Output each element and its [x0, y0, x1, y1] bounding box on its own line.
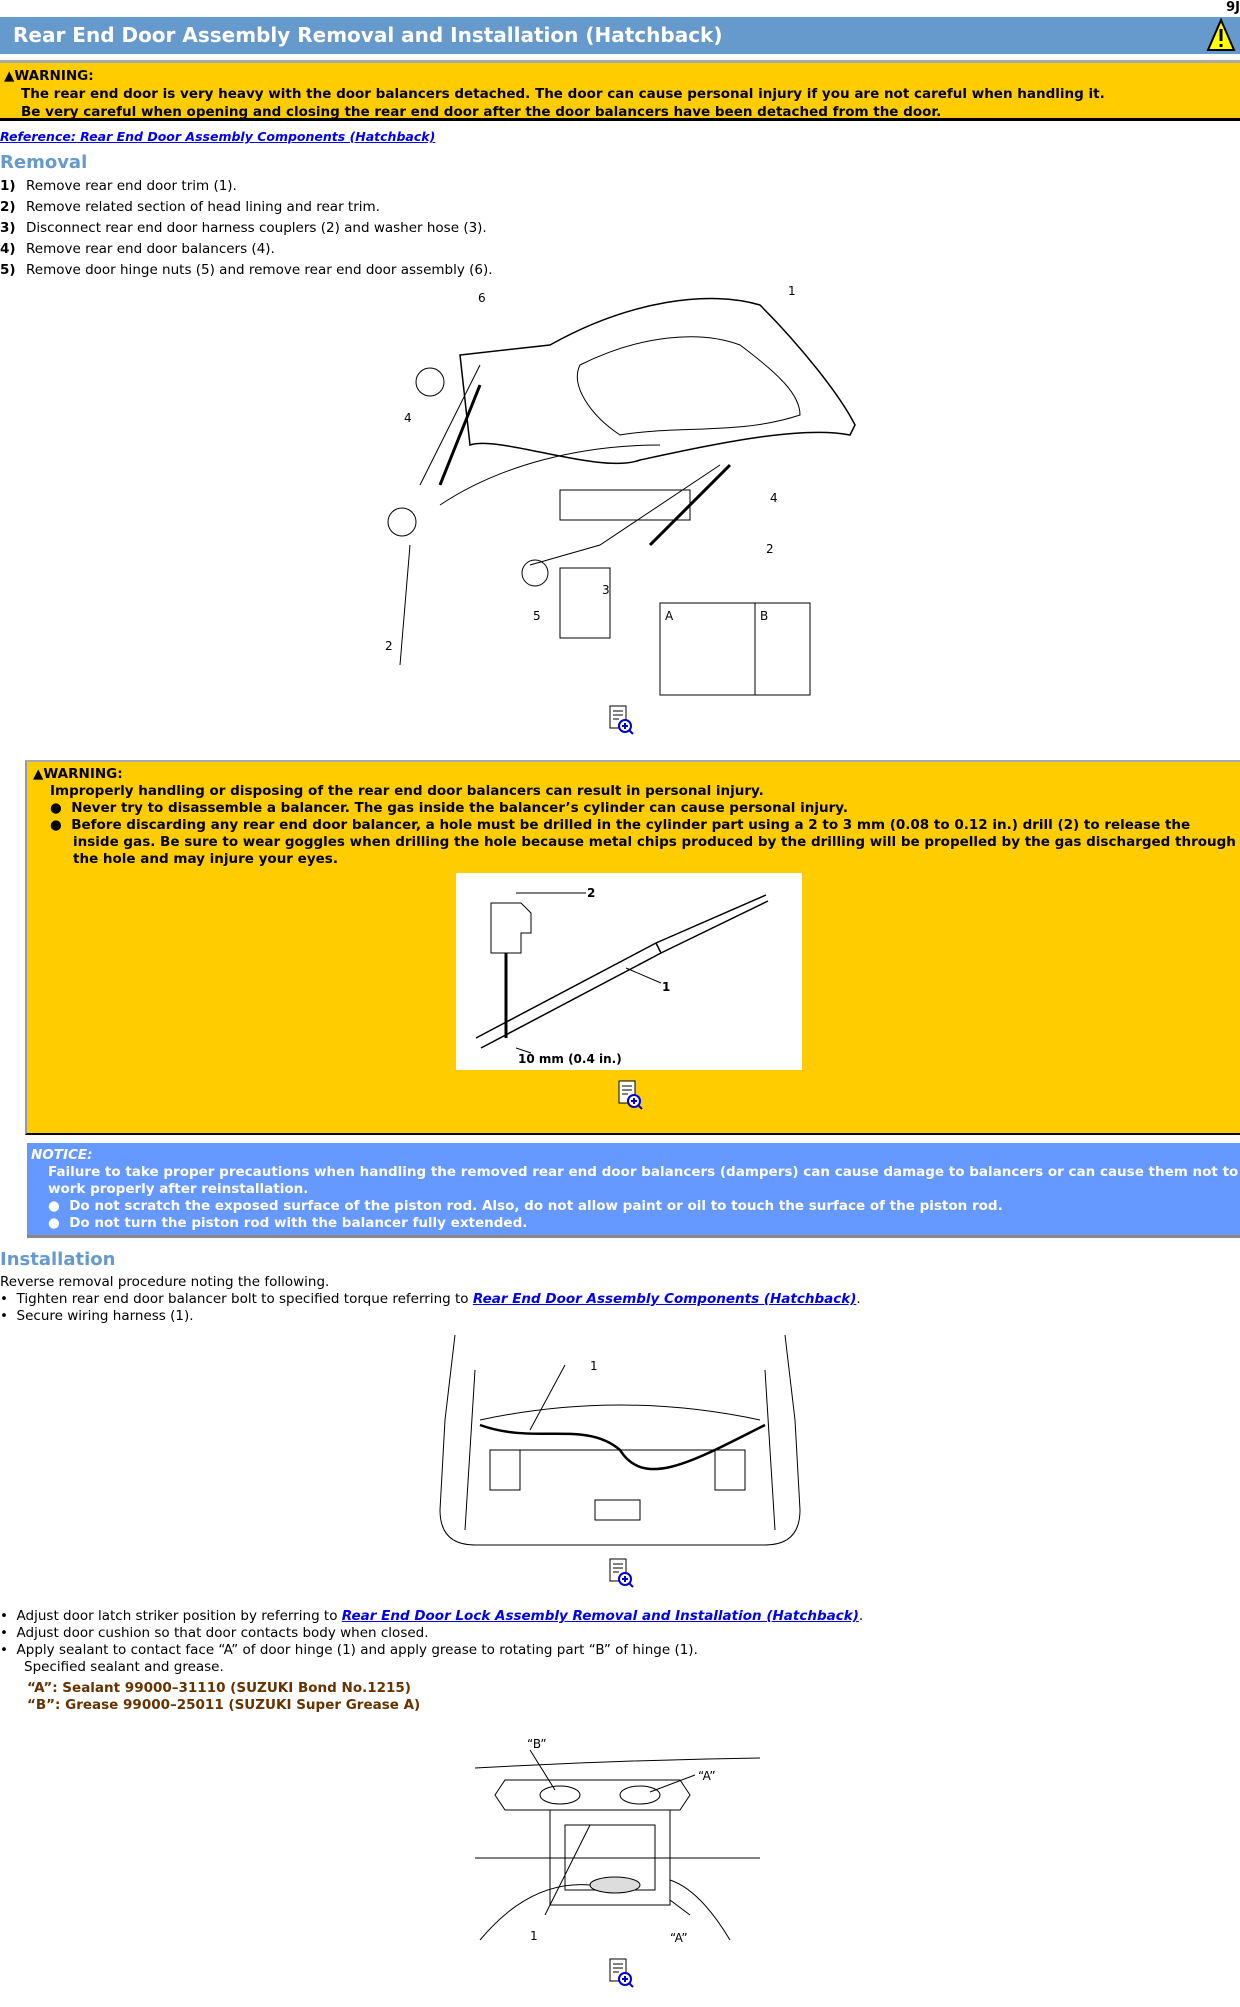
- installation-intro: Reverse removal procedure noting the fol…: [0, 1274, 330, 1290]
- step: 5)Remove door hinge nuts (5) and remove …: [0, 262, 493, 278]
- notice-text: Failure to take proper precautions when …: [48, 1164, 1239, 1197]
- warning-label: WARNING:: [43, 766, 123, 782]
- callout-balancer: 1: [662, 980, 670, 994]
- warning-triangle-icon: [1206, 18, 1236, 51]
- callout-a: “A”: [698, 1769, 716, 1783]
- callout-5: 5: [533, 609, 541, 623]
- callout-b: “B”: [527, 1737, 547, 1751]
- dimension-label: 10 mm (0.4 in.): [518, 1052, 622, 1066]
- door-hinge-diagram: “B” “A” 1 “A”: [474, 1737, 761, 1945]
- callout-a: A: [665, 609, 674, 623]
- warning-text: The rear end door is very heavy with the…: [21, 86, 1105, 102]
- warning-box: ▲WARNING: The rear end door is very heav…: [0, 60, 1240, 121]
- removal-diagram: 6 1 4 4 2 2 5 3 A B: [385, 285, 856, 696]
- bullet-item: • Adjust door cushion so that door conta…: [0, 1625, 429, 1641]
- wiring-harness-diagram: 1: [439, 1334, 801, 1546]
- callout-6: 6: [478, 291, 486, 305]
- sealant-spec: “A”: Sealant 99000–31110 (SUZUKI Bond No…: [27, 1680, 411, 1696]
- step: 1)Remove rear end door trim (1).: [0, 178, 237, 194]
- notice-label: NOTICE:: [31, 1147, 93, 1163]
- callout-1: 1: [530, 1929, 538, 1943]
- installation-heading: Installation: [0, 1249, 116, 1270]
- warning-bullet: ● Before discarding any rear end door ba…: [50, 817, 1236, 867]
- callout-b: B: [760, 609, 768, 623]
- callout-2: 2: [385, 639, 393, 653]
- door-lock-link[interactable]: Rear End Door Lock Assembly Removal and …: [341, 1608, 859, 1624]
- zoom-image-icon[interactable]: [617, 1080, 643, 1110]
- balancer-warning-box: ▲WARNING: Improperly handling or disposi…: [25, 760, 1240, 1135]
- step: 2)Remove related section of head lining …: [0, 199, 380, 215]
- notice-box: NOTICE: Failure to take proper precautio…: [27, 1143, 1240, 1238]
- callout-1: 1: [590, 1359, 598, 1373]
- removal-heading: Removal: [0, 152, 88, 173]
- bullet-item: • Apply sealant to contact face “A” of d…: [0, 1642, 698, 1658]
- callout-a: “A”: [670, 1931, 688, 1945]
- zoom-image-icon[interactable]: [608, 1958, 634, 1988]
- bullet-item: • Tighten rear end door balancer bolt to…: [0, 1291, 861, 1307]
- warning-text: Be very careful when opening and closing…: [21, 104, 942, 120]
- step: 3)Disconnect rear end door harness coupl…: [0, 220, 487, 236]
- callout-4: 4: [770, 491, 778, 505]
- warning-label: WARNING:: [14, 68, 94, 84]
- grease-spec: “B”: Grease 99000–25011 (SUZUKI Super Gr…: [27, 1697, 421, 1713]
- warning-bullet: ● Never try to disassemble a balancer. T…: [50, 800, 848, 816]
- page-title: Rear End Door Assembly Removal and Insta…: [0, 17, 1240, 54]
- callout-4: 4: [404, 411, 412, 425]
- callout-2: 2: [766, 542, 774, 556]
- page-number: 9J: [1226, 0, 1240, 15]
- bullet-item: • Secure wiring harness (1).: [0, 1308, 194, 1324]
- specified-text: Specified sealant and grease.: [24, 1659, 224, 1675]
- callout-3: 3: [602, 583, 610, 597]
- callout-drill: 2: [587, 886, 595, 900]
- drill-diagram: 2 1 10 mm (0.4 in.): [456, 873, 802, 1070]
- page-title-text: Rear End Door Assembly Removal and Insta…: [13, 23, 723, 47]
- warning-icon: ▲: [33, 766, 44, 782]
- notice-bullet: ● Do not turn the piston rod with the ba…: [48, 1215, 528, 1231]
- warning-text: Improperly handling or disposing of the …: [50, 783, 764, 799]
- warning-icon: ▲: [4, 68, 15, 84]
- step: 4)Remove rear end door balancers (4).: [0, 241, 275, 257]
- notice-bullet: ● Do not scratch the exposed surface of …: [48, 1198, 1003, 1214]
- zoom-image-icon[interactable]: [608, 1558, 634, 1588]
- bullet-item: • Adjust door latch striker position by …: [0, 1608, 864, 1624]
- callout-1: 1: [788, 285, 796, 298]
- zoom-image-icon[interactable]: [608, 705, 634, 735]
- reference-link[interactable]: Reference: Rear End Door Assembly Compon…: [0, 129, 436, 144]
- components-link[interactable]: Rear End Door Assembly Components (Hatch…: [472, 1291, 857, 1307]
